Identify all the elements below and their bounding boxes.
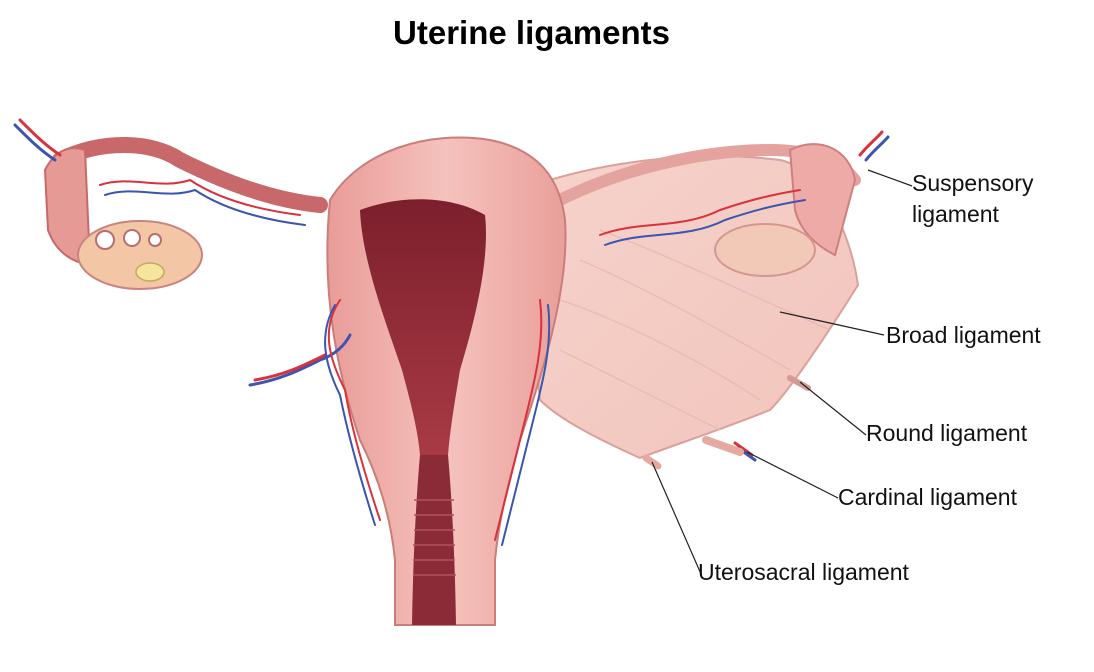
uterosacral-leader bbox=[651, 461, 702, 575]
diagram-title: Uterine ligaments bbox=[393, 14, 670, 51]
round-ligament-label: Round ligament bbox=[866, 420, 1028, 446]
uterosacral-ligament-label: Uterosacral ligament bbox=[698, 559, 909, 585]
right-ovary bbox=[714, 223, 816, 277]
cardinal-leader bbox=[746, 451, 839, 499]
broad-ligament-label: Broad ligament bbox=[886, 322, 1041, 348]
suspensory-label-line2: ligament bbox=[912, 201, 999, 227]
cervical-folds bbox=[413, 499, 456, 576]
suspensory-label-line1: Suspensory bbox=[912, 170, 1034, 196]
cardinal-ligament-stub bbox=[702, 436, 744, 456]
suspensory-ligament-label: Suspensory ligament bbox=[912, 168, 1033, 230]
blood-vessels bbox=[13, 118, 890, 546]
suspensory-leader bbox=[867, 169, 913, 187]
broad-leader bbox=[779, 311, 885, 336]
left-fallopian-tube bbox=[52, 137, 328, 213]
cardinal-ligament-label: Cardinal ligament bbox=[838, 484, 1017, 510]
broad-ligament-folds bbox=[559, 229, 831, 431]
cervical-canal bbox=[412, 455, 456, 625]
uterine-cavity bbox=[360, 199, 486, 455]
round-leader bbox=[799, 381, 867, 436]
